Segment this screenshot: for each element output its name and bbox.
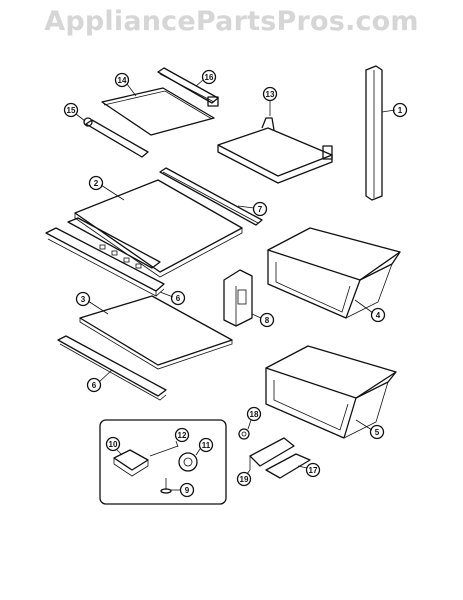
callout-label: 4 xyxy=(376,311,381,320)
callout-8: 8 xyxy=(251,312,275,328)
callout-label: 14 xyxy=(118,76,127,85)
callout-label: 16 xyxy=(205,73,214,82)
callout-5: 5 xyxy=(355,419,385,440)
callout-label: 9 xyxy=(185,486,190,495)
part-6-lower-trim xyxy=(57,335,167,401)
callout-19: 19 xyxy=(236,469,252,487)
callout-12: 12 xyxy=(174,427,190,448)
callout-label: 13 xyxy=(266,90,275,99)
part-18-knob xyxy=(238,428,250,440)
part-8-housing xyxy=(223,269,253,327)
callout-16: 16 xyxy=(195,69,217,87)
inset-box xyxy=(99,419,227,505)
callout-label: 18 xyxy=(250,410,259,419)
callout-14: 14 xyxy=(114,72,137,97)
watermark-text: AppliancePartsPros.com xyxy=(44,6,419,37)
part-16-rail xyxy=(157,67,219,107)
part-2-shelf xyxy=(74,179,243,278)
callout-18: 18 xyxy=(246,406,262,430)
callout-label: 6 xyxy=(176,294,181,303)
callout-10: 10 xyxy=(105,436,123,456)
part-6-upper-trim xyxy=(45,217,165,297)
part-14-shelf xyxy=(101,87,215,136)
callout-17: 17 xyxy=(297,462,321,478)
callout-label: 12 xyxy=(178,431,187,440)
callout-7: 7 xyxy=(237,201,268,217)
part-1-rail xyxy=(365,65,383,201)
callout-13: 13 xyxy=(262,86,278,116)
callout-label: 17 xyxy=(309,466,318,475)
callout-label: 6 xyxy=(92,381,97,390)
callout-6-upper: 6 xyxy=(159,290,186,306)
callout-4: 4 xyxy=(354,299,386,323)
callout-2: 2 xyxy=(88,175,125,201)
part-5-drawer xyxy=(265,345,397,439)
part-4-drawer xyxy=(267,227,401,319)
callout-label: 11 xyxy=(202,441,211,450)
callout-label: 19 xyxy=(240,475,249,484)
callout-label: 8 xyxy=(265,316,270,325)
part-15-rod xyxy=(83,117,149,158)
callout-3: 3 xyxy=(75,291,109,315)
callout-1: 1 xyxy=(381,102,408,118)
part-13-shelf xyxy=(217,117,333,184)
callout-label: 10 xyxy=(109,440,118,449)
callout-label: 1 xyxy=(398,106,403,115)
callout-label: 15 xyxy=(67,106,76,115)
callout-label: 3 xyxy=(81,295,86,304)
callout-label: 5 xyxy=(375,428,380,437)
part-7-rod xyxy=(159,167,263,226)
part-17-control-plate xyxy=(249,437,311,479)
callout-label: 7 xyxy=(258,205,263,214)
callout-6-lower: 6 xyxy=(86,369,113,393)
callout-9: 9 xyxy=(170,482,195,498)
callout-11: 11 xyxy=(195,437,214,456)
callout-label: 2 xyxy=(94,179,99,188)
callout-15: 15 xyxy=(63,102,86,122)
part-3-shelf xyxy=(79,295,233,370)
